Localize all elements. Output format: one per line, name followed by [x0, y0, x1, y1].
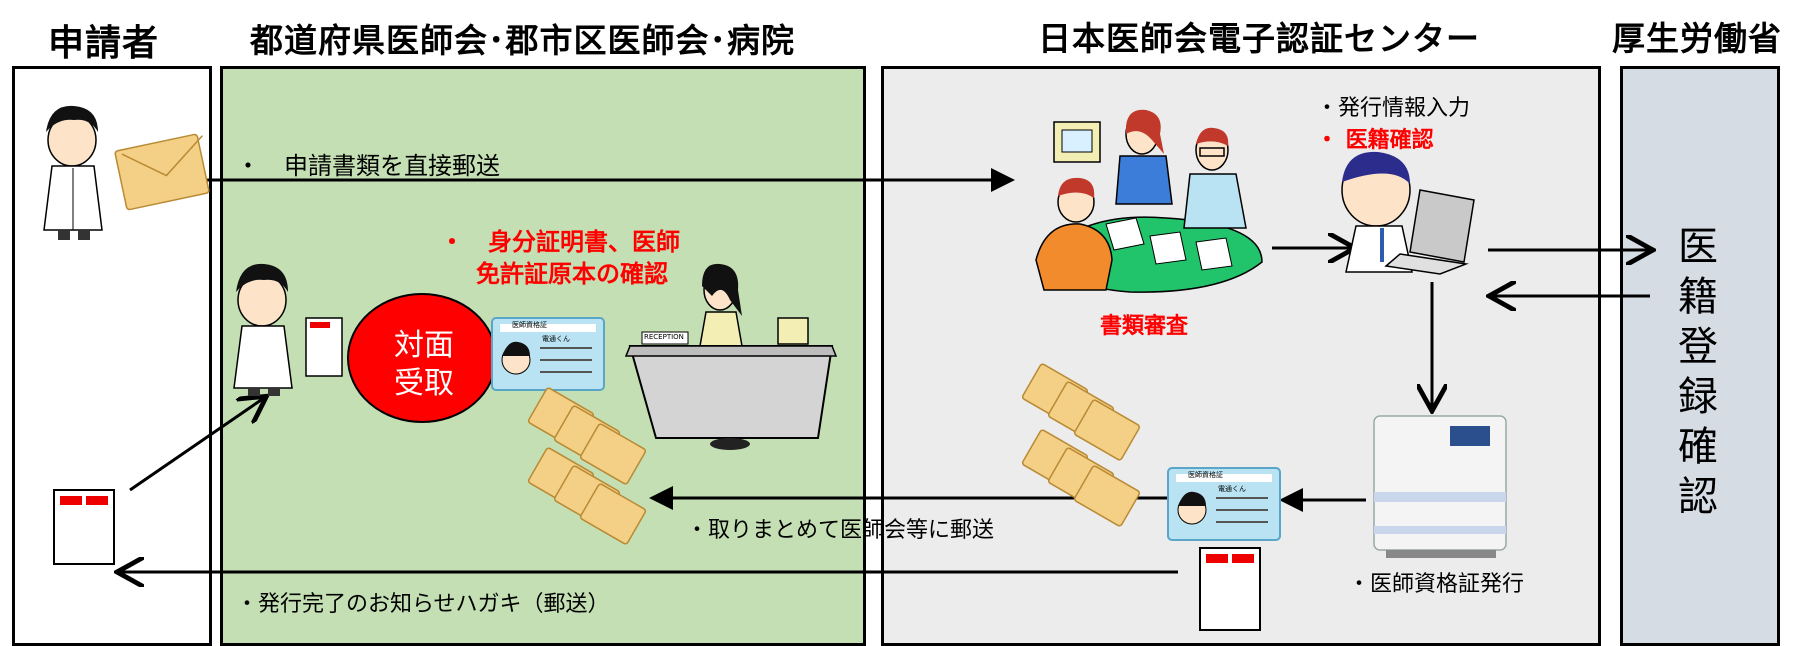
postcard-to-doctor-arrow	[129, 398, 264, 492]
applicant-doctor-illustration	[43, 105, 103, 240]
header-certification-center: 日本医師会電子認証センター	[1038, 19, 1480, 58]
notice-postcard-label: ・発行完了のお知らせハガキ（郵送）	[236, 592, 610, 617]
doctor-with-postcard-illustration	[233, 263, 343, 396]
card-title-gray: 医師資格証	[1188, 471, 1223, 479]
header-medical-association: 都道府県医師会･郡市区医師会･病院	[250, 21, 795, 60]
issue-info-label: ・発行情報入力	[1316, 96, 1471, 121]
card-title-green: 医師資格証	[512, 321, 547, 329]
ministry-char-1: 医	[1678, 224, 1718, 270]
face-to-face-label-line2: 受取	[394, 366, 454, 401]
card-name-gray: 電通くん	[1218, 485, 1246, 493]
envelope-stack-gray	[1021, 363, 1141, 527]
id-card-green-illustration	[491, 317, 605, 391]
direct-mail-label: ・ 申請書類を直接郵送	[236, 152, 500, 180]
diagram-canvas	[43, 105, 1798, 631]
document-review-illustration	[1035, 109, 1263, 293]
ministry-char-5: 確	[1678, 424, 1718, 470]
postcard-center-illustration	[1199, 547, 1261, 631]
operator-laptop-illustration	[1341, 151, 1475, 275]
face-to-face-label-line1: 対面	[394, 328, 454, 363]
card-issue-label: ・医師資格証発行	[1348, 572, 1525, 597]
header-ministry: 厚生労働省	[1612, 19, 1782, 58]
card-name-green: 電通くん	[542, 335, 570, 343]
ministry-vertical-text: 医 籍 登 録 確 認	[1668, 222, 1728, 522]
envelope-top-illustration	[114, 133, 210, 211]
reception-sign: RECEPTION	[644, 333, 684, 341]
id-check-label-line1: ・ 身分証明書、医師	[440, 228, 680, 256]
id-card-gray-illustration	[1167, 467, 1281, 541]
id-check-label-line2: 免許証原本の確認	[476, 260, 668, 288]
ministry-char-4: 録	[1678, 374, 1718, 420]
document-review-label: 書類審査	[1100, 314, 1189, 339]
reception-desk-illustration	[624, 263, 838, 450]
batch-mail-label: ・取りまとめて医師会等に郵送	[686, 518, 995, 543]
header-applicant: 申請者	[48, 23, 160, 64]
ministry-char-6: 認	[1678, 474, 1718, 520]
registry-check-label: ・ 医籍確認	[1316, 128, 1434, 153]
card-printer-illustration	[1373, 415, 1507, 558]
postcard-applicant-illustration	[53, 489, 115, 565]
ministry-char-2: 籍	[1678, 274, 1718, 320]
envelope-stack-green	[527, 387, 647, 545]
ministry-char-3: 登	[1678, 324, 1718, 370]
